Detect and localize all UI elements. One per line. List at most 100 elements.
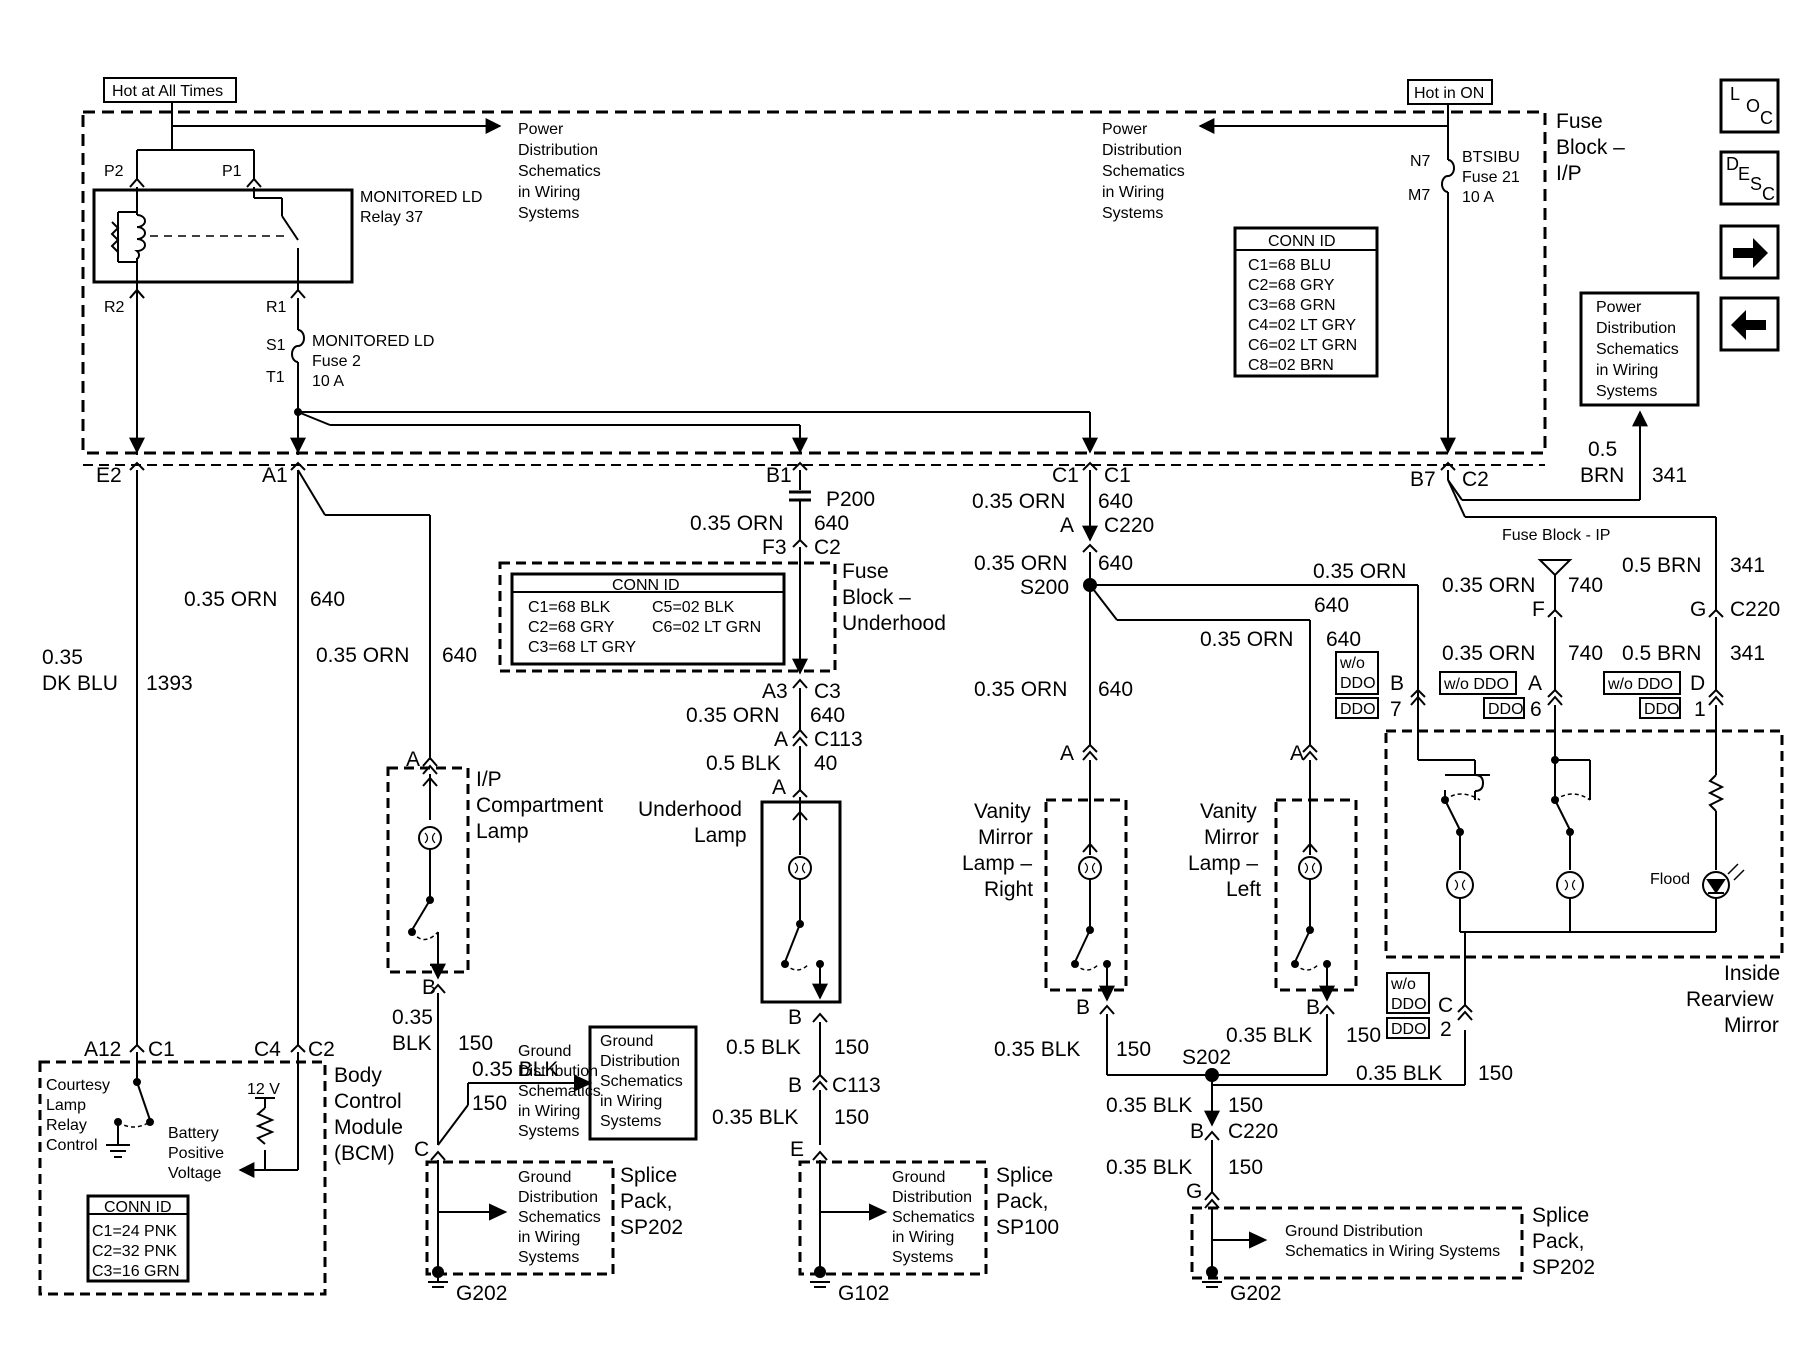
conn-uh-line: C6=02 LT GRN	[652, 619, 761, 636]
pin-a: A	[406, 748, 420, 771]
pds-right-l4: in Wiring	[1596, 362, 1658, 379]
conn-bcm-line: C1=24 PNK	[92, 1223, 177, 1240]
wire-label: 0.35 ORN	[316, 644, 409, 667]
wire-color: BRN	[1580, 464, 1624, 487]
loc-button-frame	[1719, 78, 1780, 134]
gd-mid-l3: Schematics	[892, 1209, 975, 1226]
gd-left-l2: Distribution	[518, 1063, 598, 1080]
pds-mid-l2: Distribution	[1102, 142, 1182, 159]
conn-ip-line: C2=68 GRY	[1248, 277, 1335, 294]
underhood-lamp-label: Underhood	[638, 798, 742, 821]
fuse2-sub: Fuse 2	[312, 353, 361, 370]
wire-label: 0.35 ORN	[1313, 560, 1406, 583]
conn-bcm-line: C3=16 GRN	[92, 1263, 180, 1280]
wire-label: 0.35 BLK	[1106, 1094, 1192, 1117]
ipcomp-label: Compartment	[476, 794, 603, 817]
gd-mid-l2: Distribution	[892, 1189, 972, 1206]
wire-circuit: 1393	[146, 672, 193, 695]
conn-uh-title: CONN ID	[612, 577, 680, 594]
pin-n7: N7	[1410, 153, 1431, 170]
desc-button-c[interactable]: C	[1762, 184, 1775, 204]
wire-circuit: 640	[810, 704, 845, 727]
gd-box-l1: Ground	[600, 1033, 653, 1050]
pds-left-l2: Distribution	[518, 142, 598, 159]
ipcomp-label: I/P	[476, 768, 502, 791]
pds-left-l3: Schematics	[518, 163, 601, 180]
power-distribution-box	[1579, 291, 1700, 407]
pin-d: D	[1690, 672, 1705, 695]
loc-button-c[interactable]: C	[1760, 108, 1773, 128]
pin-r1: R1	[266, 299, 287, 316]
gd-right-l2: Schematics in Wiring Systems	[1285, 1243, 1500, 1260]
gd-mid-l5: Systems	[892, 1249, 953, 1266]
fuse-block-ip-small: Fuse Block - IP	[1502, 527, 1610, 544]
wire-circuit: 740	[1568, 642, 1603, 665]
ipcomp-label: Lamp	[476, 820, 529, 843]
pds-left-l1: Power	[518, 121, 564, 138]
pin-g: G	[1690, 598, 1706, 621]
conn-ip-line: C4=02 LT GRY	[1248, 317, 1356, 334]
pin-c: C	[1438, 994, 1453, 1017]
wire-circuit: 640	[814, 512, 849, 535]
pin-g: G	[1186, 1180, 1202, 1203]
pin-a: A	[774, 728, 788, 751]
pin-b: B	[1190, 1120, 1204, 1143]
loc-button[interactable]: L	[1730, 84, 1740, 104]
wire-label: 0.5 BLK	[726, 1036, 801, 1059]
wire-label: 0.35 BLK	[1106, 1156, 1192, 1179]
ddo-label: DDO	[1340, 701, 1376, 718]
relay-sub: Relay 37	[360, 209, 423, 226]
wire-circuit: 150	[1116, 1038, 1151, 1061]
pin-p2: P2	[104, 163, 124, 180]
bcm-title: Module	[334, 1116, 403, 1139]
loc-button-o[interactable]: O	[1746, 96, 1760, 116]
pin-a: A	[1060, 514, 1074, 537]
pin-a: A	[1528, 672, 1542, 695]
wire-label: 0.35 ORN	[690, 512, 783, 535]
wire-circuit: 150	[834, 1106, 869, 1129]
wire-color: DK BLU	[42, 672, 118, 695]
pin-b1: B1	[766, 464, 792, 487]
bcm-module	[38, 1060, 327, 1296]
wire-circuit: 640	[442, 644, 477, 667]
pin-e: E	[790, 1138, 804, 1161]
wire-circuit: 341	[1730, 554, 1765, 577]
desc-button-s[interactable]: S	[1750, 174, 1762, 194]
pin-b: B	[1306, 996, 1320, 1019]
wire-label: 0.35 BLK	[994, 1038, 1080, 1061]
pds-right-l5: Systems	[1596, 383, 1657, 400]
underhood-lamp-label: Lamp	[694, 824, 747, 847]
inside-mirror-label: Inside	[1724, 962, 1780, 985]
gd-right-l1: Ground Distribution	[1285, 1223, 1423, 1240]
gd-left-l3: Schematics	[518, 1083, 601, 1100]
wire-circuit: 640	[1326, 628, 1361, 651]
wire-label: 0.35 ORN	[686, 704, 779, 727]
fuse-block-ip-title: Block –	[1556, 136, 1625, 159]
pin-1: 1	[1694, 698, 1706, 721]
pin-t1: T1	[266, 369, 285, 386]
fuse-block-underhood-outline	[498, 561, 837, 673]
pin-a: A	[772, 776, 786, 799]
conn-ip-line: C1=68 BLU	[1248, 257, 1331, 274]
wire-label: 0.5 BRN	[1622, 642, 1701, 665]
pin-e2: E2	[96, 464, 122, 487]
vml-label: Left	[1226, 878, 1261, 901]
wire-circuit: 150	[1228, 1094, 1263, 1117]
wire-color: BLK	[392, 1032, 432, 1055]
desc-button[interactable]: D	[1726, 154, 1739, 174]
wire-label: 0.35 BLK	[472, 1058, 558, 1081]
fuse-block-uh-title: Fuse	[842, 560, 889, 583]
courtesy-label: Control	[46, 1137, 98, 1154]
gd-left-l1: Ground	[518, 1043, 571, 1060]
courtesy-label: Lamp	[46, 1097, 86, 1114]
pin-b: B	[788, 1006, 802, 1029]
pin-a1: A1	[262, 464, 288, 487]
pin-s1: S1	[266, 337, 286, 354]
hot-in-on-label: Hot in ON	[1414, 85, 1484, 102]
desc-button-e[interactable]: E	[1738, 164, 1750, 184]
pin-c1: C1	[1052, 464, 1079, 487]
battery-label: Voltage	[168, 1165, 221, 1182]
sp202-label: Pack,	[620, 1190, 673, 1213]
wire-gauge: 0.35	[392, 1006, 433, 1029]
